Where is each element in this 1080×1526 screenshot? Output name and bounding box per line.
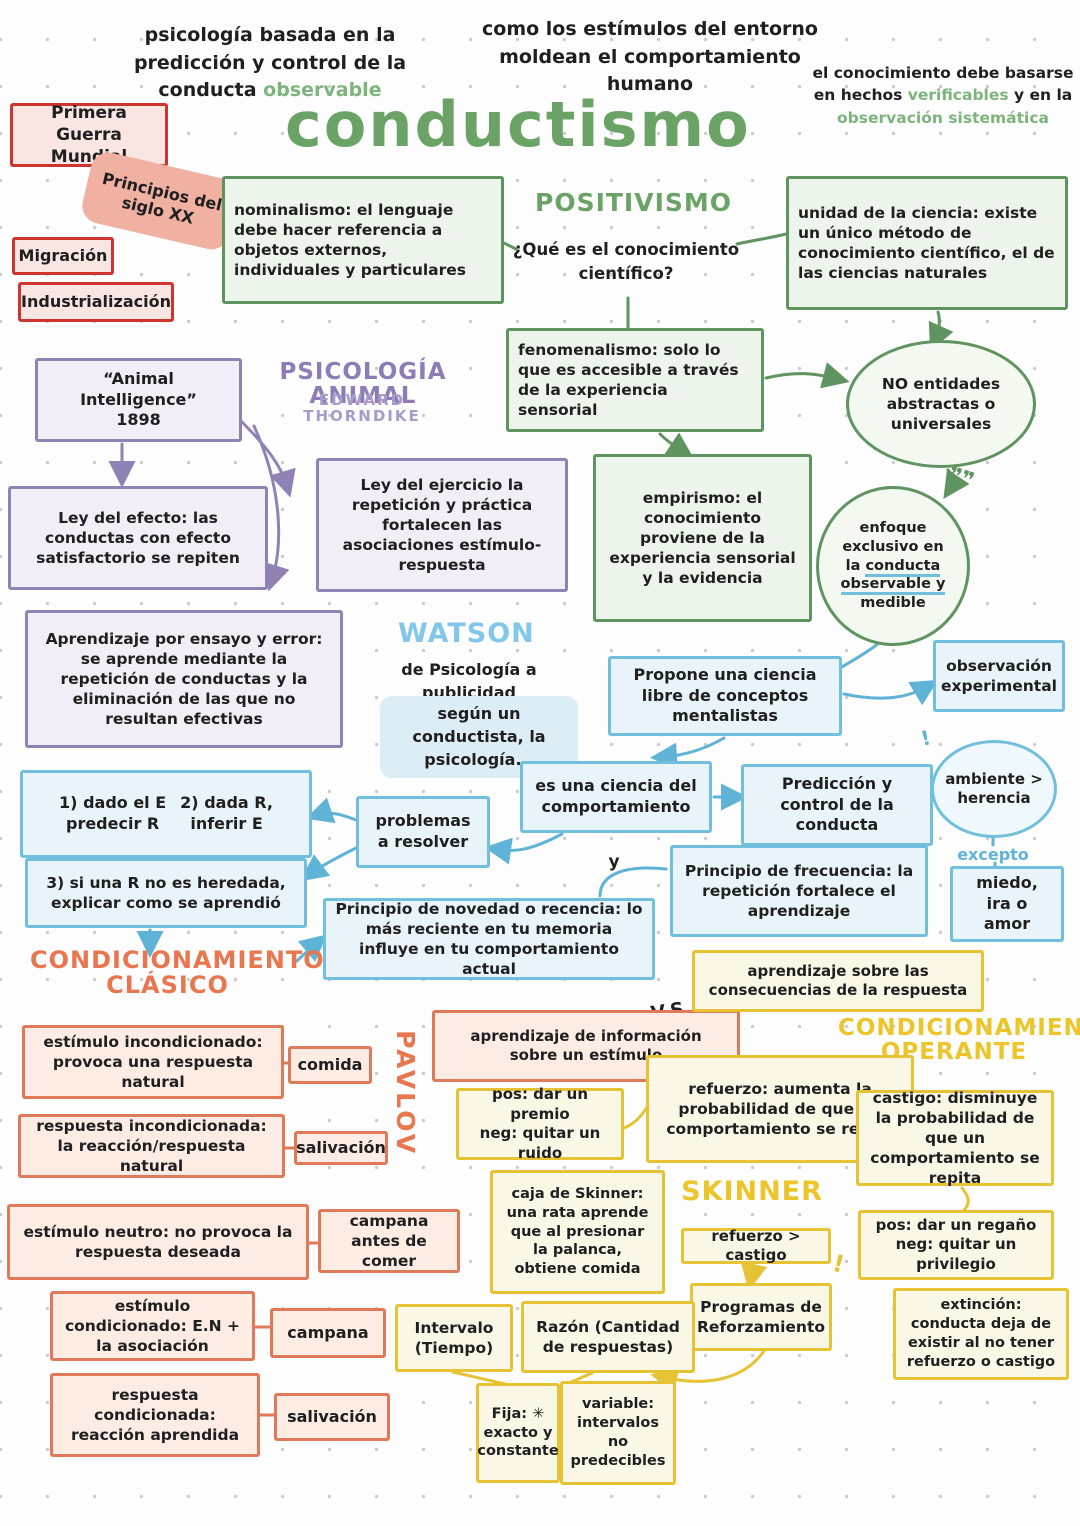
box-ensayo-error: Aprendizaje por ensayo y error: se apren… — [25, 610, 343, 748]
box-principio-novedad: Principio de novedad o recencia: lo más … — [323, 898, 655, 980]
text-excepto: excepto — [957, 845, 1029, 864]
arrow-unidad-question — [735, 232, 788, 246]
line-premio-refuerzo — [622, 1104, 650, 1130]
box-campana: campana — [270, 1308, 386, 1358]
heading-pavlov: PAVLOV — [391, 1030, 421, 1157]
note-prediction: psicología basada en la predicción y con… — [90, 22, 450, 105]
arrow-problemas-goal3 — [300, 844, 362, 882]
arrow-refcastigo-programas — [740, 1261, 768, 1291]
arrow-fenomenalismo-empirismo — [658, 432, 694, 459]
text-question-conocimiento: ¿Qué es el conocimiento científico? — [512, 240, 740, 283]
note-knowledge-observacion: observación sistemática — [837, 108, 1049, 127]
arrow-fenomenalismo-noentidades — [764, 362, 850, 389]
enfoque-a: enfoque exclusivo en la — [842, 519, 944, 574]
box-refuerzo-mayor-castigo: refuerzo > castigo — [681, 1227, 831, 1264]
curve-novedad-frecuencia — [598, 866, 668, 898]
box-fija: Fija: ✳ exacto y constante — [476, 1383, 560, 1483]
arrow-problemas-goals12 — [305, 797, 358, 824]
ellipse-enfoque-conducta: enfoque exclusivo en la conducta observa… — [816, 486, 970, 646]
heading-condicionamiento-clasico: CONDICIONAMIENTO CLÁSICO — [30, 946, 325, 1000]
arrow-book-ensayoerror — [252, 424, 290, 592]
box-unidad-ciencia: unidad de la ciencia: existe un único mé… — [786, 176, 1068, 310]
note-prediction-observable: observable — [263, 79, 382, 102]
box-goals-1-2: 1) dado el E predecir R 2) dada R, inferi… — [20, 770, 312, 858]
box-razon: Razón (Cantidad de respuestas) — [521, 1301, 695, 1373]
green-arrows — [500, 232, 970, 499]
box-propone-ciencia: Propone una ciencia libre de conceptos m… — [608, 656, 842, 736]
box-caja-skinner: caja de Skinner: una rata aprende que al… — [490, 1170, 665, 1294]
heading-edward-thorndike: EDWARD THORNDIKE — [303, 391, 421, 425]
ellipse-no-entidades: NO entidades abstractas o universales — [846, 340, 1036, 468]
box-ley-efecto: Ley del efecto: las conductas con efecto… — [8, 486, 268, 590]
note-knowledge-a: el conocimiento debe basarse en hechos — [812, 64, 1074, 105]
line-castigo-posregano — [960, 1186, 970, 1212]
box-consecuencias: aprendizaje sobre las consecuencias de l… — [692, 950, 984, 1012]
box-goal-3: 3) si una R no es heredada, explicar com… — [25, 858, 307, 928]
arrow-programas-curl — [650, 1349, 766, 1394]
ellipse-ambiente-herencia: ambiente > herencia — [931, 740, 1057, 838]
box-pos-regano: pos: dar un regaño neg: quitar un privil… — [858, 1210, 1054, 1280]
goal-2: 2) dada R, inferir E — [180, 793, 273, 833]
box-estimulo-neutro: estímulo neutro: no provoca la respuesta… — [7, 1204, 309, 1280]
box-estimulo-incondicionado: estímulo incondicionado: provoca una res… — [22, 1025, 284, 1099]
box-problemas-resolver: problemas a resolver — [356, 796, 490, 868]
box-ley-ejercicio: Ley del ejercicio la repetición y prácti… — [316, 458, 568, 592]
box-estimulo-condicionado: estímulo condicionado: E.N + la asociaci… — [50, 1291, 255, 1361]
box-respuesta-condicionada: respuesta condicionada: reacción aprendi… — [50, 1373, 260, 1457]
arrow-noentidades-enfoque — [943, 468, 970, 499]
box-variable: variable: intervalos no predecibles — [560, 1381, 676, 1485]
box-comida: comida — [288, 1046, 372, 1084]
text-y-connector: y — [608, 852, 620, 872]
history-box-ww1: Primera Guerra Mundial — [10, 103, 168, 167]
box-animal-intelligence: “Animal Intelligence” 1898 — [35, 358, 242, 442]
page-title: conductismo — [285, 88, 751, 161]
heading-positivismo: POSITIVISMO — [535, 188, 733, 217]
note-knowledge-verificables: verificables — [907, 86, 1009, 105]
arrow-esciencia-problemas — [484, 832, 564, 865]
box-prediccion-control: Predicción y control de la conducta — [741, 764, 933, 846]
note-knowledge: el conocimiento debe basarse en hechos v… — [812, 62, 1074, 129]
arrow-book-leyejercicio — [238, 418, 296, 498]
box-respuesta-incondicionada: respuesta incondicionada: la reacción/re… — [18, 1114, 285, 1178]
box-campana-antes: campana antes de comer — [318, 1209, 460, 1273]
box-nominalismo: nominalismo: el lenguaje debe hacer refe… — [222, 176, 504, 304]
box-miedo-ira-amor: miedo, ira o amor — [950, 866, 1064, 942]
arrow-propone-observacion — [842, 679, 939, 706]
box-principio-frecuencia: Principio de frecuencia: la repetición f… — [670, 845, 928, 937]
box-salivacion-1: salivación — [294, 1131, 388, 1165]
enfoque-medible: medible — [860, 595, 926, 612]
heading-psicologia-animal: PSICOLOGÍA ANIMAL — [279, 359, 447, 410]
box-es-ciencia: es una ciencia del comportamiento — [520, 761, 712, 833]
box-intervalo: Intervalo (Tiempo) — [395, 1304, 513, 1372]
arrow-clasico-novedad — [295, 934, 328, 963]
arrow-unidad-noentidades — [928, 310, 954, 351]
enfoque-conducta: conducta — [865, 557, 941, 577]
note-stimuli: como los estímulos del entorno moldean e… — [482, 18, 818, 96]
note-prediction-text: psicología basada en la predicción y con… — [133, 24, 407, 102]
purple-arrows — [108, 418, 296, 592]
box-fenomenalismo: fenomenalismo: solo lo que es accesible … — [506, 328, 764, 432]
note-knowledge-b: y en la — [1008, 86, 1073, 105]
box-salivacion-2: salivación — [274, 1393, 390, 1441]
box-extincion: extinción: conducta deja de existir al n… — [893, 1288, 1069, 1380]
heading-skinner: SKINNER — [681, 1176, 823, 1207]
heading-watson: WATSON — [398, 618, 535, 649]
box-empirismo: empirismo: el conocimiento proviene de l… — [593, 454, 812, 622]
arrow-propone-esciencia — [650, 736, 726, 770]
box-programas-reforzamiento: Programas de Reforzamiento — [690, 1283, 832, 1351]
box-pos-premio: pos: dar un premio neg: quitar un ruido — [456, 1085, 624, 1162]
blue-arrows — [136, 616, 997, 963]
box-castigo: castigo: disminuye la probabilidad de qu… — [856, 1089, 1054, 1187]
arrow-nominalismo-question — [500, 240, 518, 251]
box-observacion-experimental: observación experimental — [933, 640, 1065, 712]
enfoque-observable: observable y — [840, 576, 946, 596]
history-box-industrializacion: Industrialización — [18, 282, 174, 322]
goal-1: 1) dado el E predecir R — [59, 793, 167, 833]
enfoque-text: enfoque exclusivo en la conducta observa… — [833, 519, 953, 613]
history-box-migracion: Migración — [12, 237, 114, 275]
